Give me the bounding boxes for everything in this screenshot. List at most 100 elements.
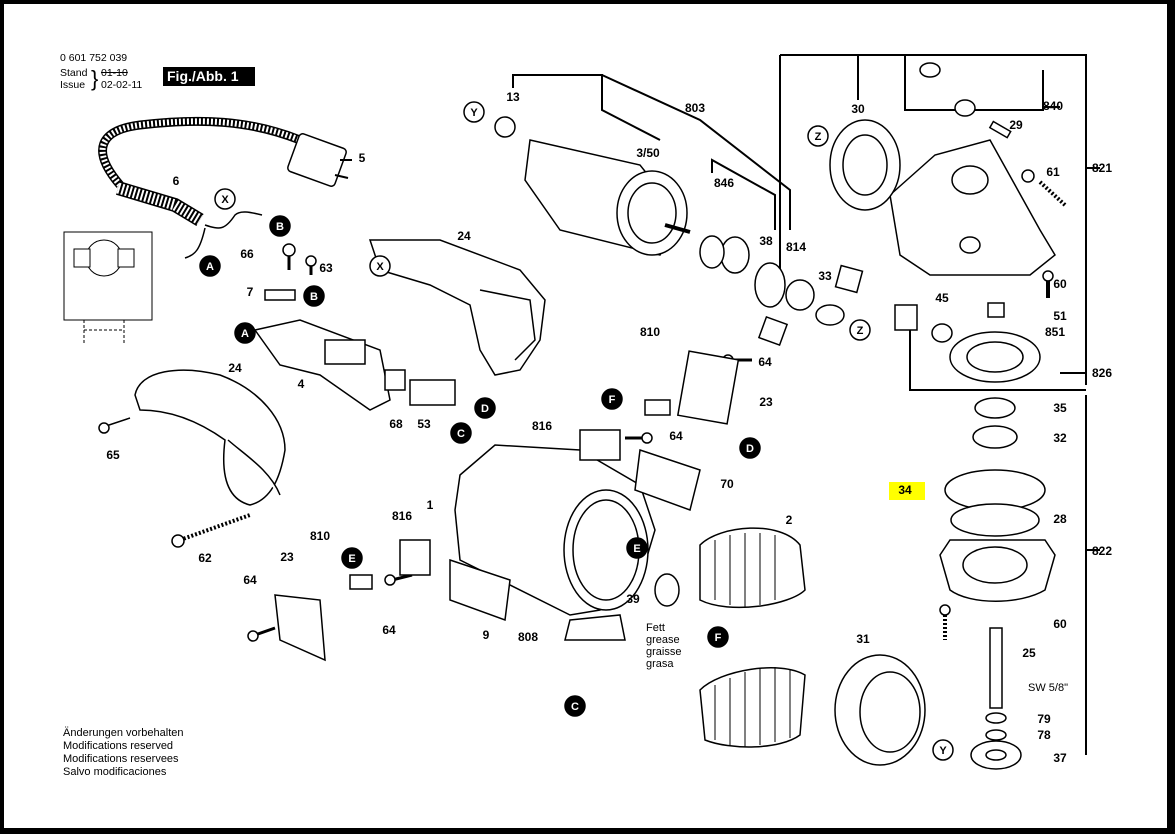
power-cord (98, 116, 352, 259)
connector-marker-label: X (376, 261, 384, 273)
connector-marker-circle (932, 739, 954, 761)
callout-label: 64 (669, 429, 683, 443)
callout-label: 35 (1053, 401, 1067, 415)
note-line: Modifications reserved (63, 740, 174, 752)
grease-line: Fett (646, 622, 665, 634)
callout-label: 803 (685, 101, 705, 115)
connector-marker-label: D (481, 403, 489, 415)
callout-label: 60 (1053, 617, 1067, 631)
callout-label: 6 (173, 174, 180, 188)
callout-label: 63 (319, 261, 333, 275)
part-number: 0 601 752 039 (60, 52, 128, 64)
callout-highlight (889, 482, 925, 500)
connector-marker-circle (341, 547, 363, 569)
connector-marker-label: A (206, 261, 214, 273)
leader-line (512, 74, 661, 141)
callout-label: 810 (640, 325, 660, 339)
figure-badge: Fig./Abb. 1 (163, 67, 255, 86)
callout-label: 53 (417, 417, 431, 431)
note-line: Modifications reservees (63, 753, 179, 765)
callout-label: 808 (518, 630, 538, 644)
note-line: Salvo modificaciones (63, 766, 167, 778)
connector-marker-label: E (348, 553, 355, 565)
callout-label: 51 (1053, 309, 1067, 323)
callout-label: 13 (506, 90, 520, 104)
grease-line: grasa (646, 658, 674, 670)
callout-label: 29 (1009, 118, 1023, 132)
callout-label: 32 (1053, 431, 1067, 445)
sw-label: SW 5/8" (1028, 682, 1068, 694)
connector-marker-circle (626, 537, 648, 559)
stand-value: 01-10 (101, 67, 128, 79)
callout-label: 851 (1045, 325, 1065, 339)
connector-marker-circle (707, 626, 729, 648)
connector-marker-circle (849, 319, 871, 341)
grease-label: Fett grease graisse grasa (646, 622, 681, 670)
handle-top (368, 239, 546, 376)
callout-label: 64 (758, 355, 772, 369)
wiring-schematic (63, 231, 153, 345)
callout-label: 9 (483, 628, 490, 642)
armature (494, 116, 691, 256)
callout-label: 810 (310, 529, 330, 543)
callout-label: 3/50 (636, 146, 660, 160)
leader-line (711, 158, 776, 230)
callout-label: 2 (786, 513, 793, 527)
callout-label: 65 (106, 448, 120, 462)
callout-label: 4 (298, 377, 305, 391)
connector-marker-circle (269, 215, 291, 237)
field-coil-lower (699, 667, 806, 748)
callout-label: 1 (427, 498, 434, 512)
note-line: Änderungen vorbehalten (63, 727, 184, 739)
callout-label: 38 (759, 234, 773, 248)
connector-marker-label: Y (939, 745, 947, 757)
connector-marker-label: C (571, 701, 579, 713)
callout-label: 24 (228, 361, 242, 375)
connector-marker-label: A (241, 328, 249, 340)
callout-label: 78 (1037, 728, 1051, 742)
connector-marker-circle (807, 125, 829, 147)
connector-marker-circle (601, 388, 623, 410)
connector-marker-circle (739, 437, 761, 459)
connector-marker-circle (303, 285, 325, 307)
callout-label: 30 (851, 102, 865, 116)
connector-marker-label: Z (815, 131, 822, 143)
connector-marker-circle (463, 101, 485, 123)
callout-label: 37 (1053, 751, 1067, 765)
callout-label: 31 (856, 632, 870, 646)
callout-label: 45 (935, 291, 949, 305)
callout-label: 25 (1022, 646, 1036, 660)
issue-label: Issue (60, 79, 86, 91)
callout-label: 68 (389, 417, 403, 431)
callout-label: 5 (359, 151, 366, 165)
callout-label: 28 (1053, 512, 1067, 526)
callout-label: 840 (1043, 99, 1063, 113)
brace-glyph: } (91, 66, 99, 91)
small-parts (274, 62, 1012, 662)
callout-label: 34 (898, 483, 912, 497)
callout-label: 70 (720, 477, 734, 491)
callout-label: 7 (247, 285, 254, 299)
callout-label: 66 (240, 247, 254, 261)
callout-label: 62 (198, 551, 212, 565)
switch-assembly (253, 289, 456, 411)
connector-marker-label: X (221, 194, 229, 206)
connector-marker-label: F (609, 394, 616, 406)
issue-value: 02-02-11 (101, 79, 143, 91)
gear-housing (889, 139, 1056, 276)
leader-line (601, 74, 791, 230)
callout-label: 64 (382, 623, 396, 637)
screws (98, 169, 1067, 642)
callout-label: 23 (759, 395, 773, 409)
guard (834, 654, 926, 766)
bracket-line (909, 320, 1086, 391)
connector-marker-circle (214, 188, 236, 210)
spindle-parts (939, 302, 1056, 770)
connector-marker-label: Z (857, 325, 864, 337)
handle-side (134, 369, 286, 506)
connector-marker-label: B (276, 221, 284, 233)
callout-label: 814 (786, 240, 806, 254)
callout-label: 33 (818, 269, 832, 283)
